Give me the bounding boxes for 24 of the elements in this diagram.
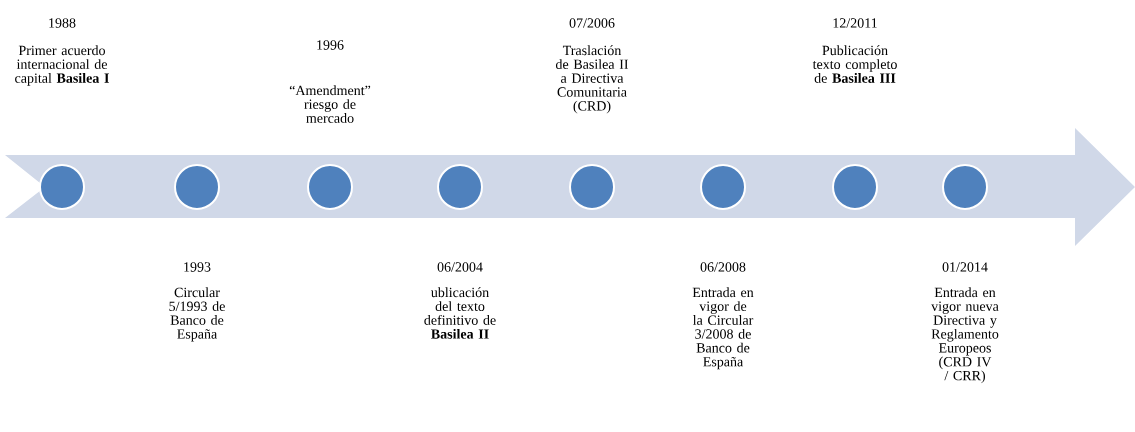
event-description: Traslación de Basilea II a Directiva Comunitaria (CRD) bbox=[555, 45, 629, 114]
year-label: 1993 bbox=[184, 262, 211, 272]
event-description: ublicación del texto definitivo de Basilea II bbox=[424, 287, 496, 339]
timeline-circle bbox=[39, 164, 85, 210]
year-label: 1996 bbox=[317, 40, 344, 50]
year-label: 06/2004 bbox=[437, 262, 483, 272]
event-description: Circular 5/1993 de Banco de España bbox=[169, 287, 225, 342]
year-label: 06/2008 bbox=[700, 262, 746, 272]
event-description: Entrada en vigor de la Circular 3/2008 de Banco de España bbox=[692, 287, 754, 370]
timeline-circle bbox=[307, 164, 353, 210]
timeline-circle bbox=[942, 164, 988, 210]
year-label: 07/2006 bbox=[569, 18, 615, 28]
event-description: Primer acuerdo internacional de capital Basilea I bbox=[15, 45, 109, 86]
event-description: Entrada en vigor nueva Directiva y Reglamento Europeos (CRD IV / CRR) bbox=[931, 287, 999, 384]
year-label: 01/2014 bbox=[942, 262, 988, 272]
timeline-circle bbox=[437, 164, 483, 210]
timeline-circle bbox=[832, 164, 878, 210]
event-description: Publicación texto completo de Basilea III bbox=[812, 45, 897, 83]
year-label: 1988 bbox=[49, 18, 76, 28]
timeline-circle bbox=[700, 164, 746, 210]
timeline-circle bbox=[569, 164, 615, 210]
year-label: 12/2011 bbox=[833, 18, 877, 28]
timeline-circle bbox=[174, 164, 220, 210]
event-description: “Amendment” riesgo de mercado bbox=[289, 85, 371, 123]
